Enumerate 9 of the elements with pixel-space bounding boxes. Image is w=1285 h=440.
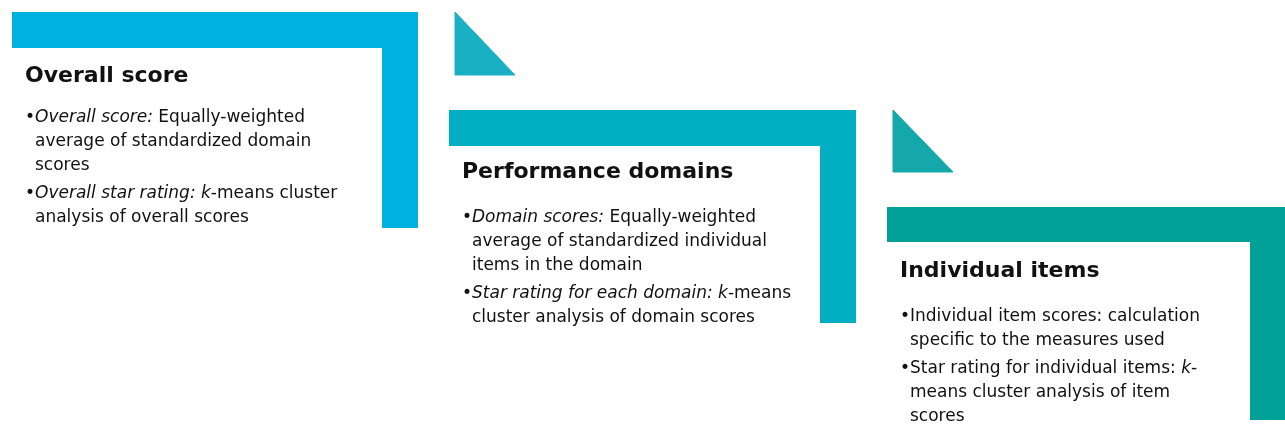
step-heading: Individual items <box>900 257 1100 282</box>
step-heading: Overall score <box>25 62 189 87</box>
bullet-text: •Star rating for each domain: k-means cluster analysis of domain scores <box>462 281 793 328</box>
bullet-text: •Overall star rating: k-means cluster analysis of overall scores <box>25 181 339 228</box>
step-arrow <box>454 11 516 76</box>
bullet-text: •Overall score: Equally-weighted average of standardized domain scores <box>25 105 313 176</box>
step-arrow <box>892 109 954 173</box>
step-heading: Performance domains <box>462 158 734 183</box>
bullet-text: •Star rating for individual items: k-means cluster analysis of item scores <box>900 356 1199 427</box>
